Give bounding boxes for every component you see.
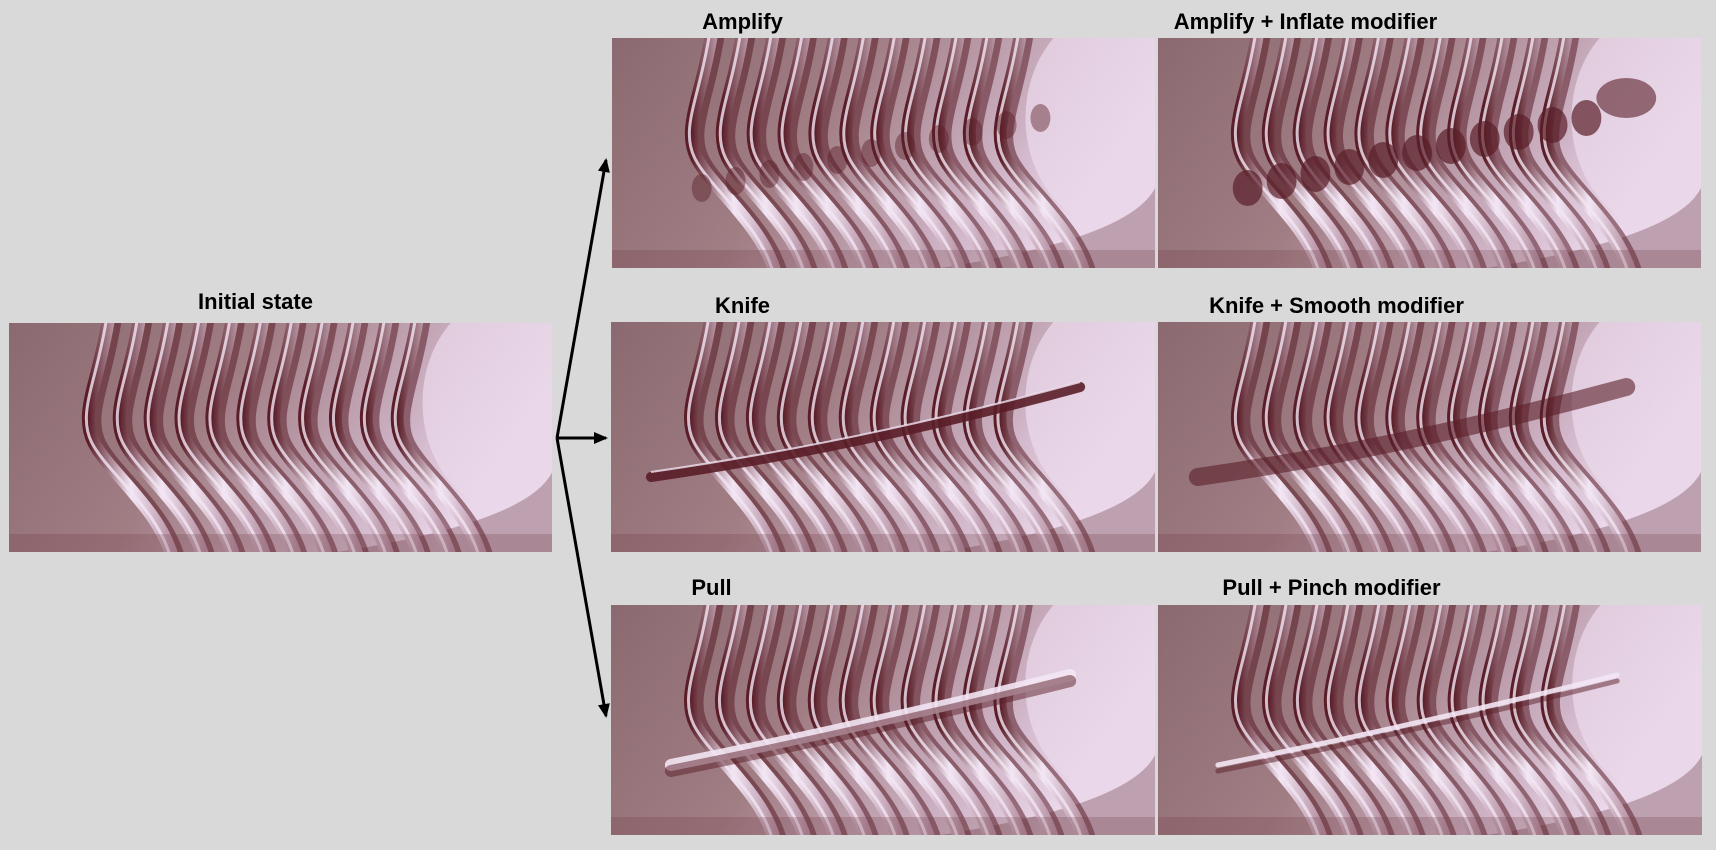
label-knife-smooth: Knife + Smooth modifier: [1209, 293, 1464, 318]
render-pull-pinch: [1158, 605, 1702, 835]
label-knife: Knife: [715, 293, 770, 318]
label-amplify: Amplify: [702, 9, 783, 34]
render-amplify: [612, 38, 1155, 268]
label-pull-pinch: Pull + Pinch modifier: [1222, 575, 1441, 600]
render-initial-state: [9, 323, 552, 552]
render-knife: [611, 322, 1155, 552]
render-pull: [611, 605, 1155, 835]
label-pull: Pull: [691, 575, 732, 600]
render-knife-smooth: [1158, 322, 1701, 552]
label-initial-state: Initial state: [198, 289, 313, 314]
label-amplify-inflate: Amplify + Inflate modifier: [1173, 9, 1438, 34]
render-amplify-inflate: [1158, 38, 1701, 268]
